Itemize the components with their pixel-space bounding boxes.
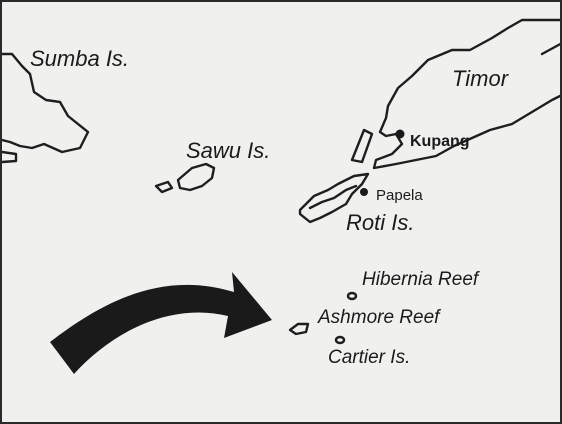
label-kupang: Kupang [410, 133, 470, 150]
sumba-island-coast [2, 52, 90, 154]
roti-inner-detail [308, 184, 358, 210]
label-timor: Timor [452, 66, 509, 91]
timor-island-coast [372, 18, 560, 170]
sumba-west-islet [2, 150, 18, 164]
label-roti-island: Roti Is. [346, 210, 415, 235]
sawu-island [176, 162, 216, 192]
curved-arrow-icon [50, 272, 272, 374]
cartier-island-shape [334, 335, 346, 345]
raijua-islet [154, 180, 174, 194]
ashmore-reef-shape [288, 322, 310, 336]
semau-island [350, 128, 374, 164]
label-hibernia-reef: Hibernia Reef [362, 269, 479, 290]
label-sumba-island: Sumba Is. [30, 46, 130, 71]
kupang-marker-icon [395, 129, 405, 139]
label-cartier-island: Cartier Is. [328, 347, 411, 368]
hibernia-reef-shape [346, 291, 358, 301]
papela-marker-icon [360, 188, 368, 196]
timor-north-coast [540, 42, 560, 56]
label-papela: Papela [376, 187, 423, 204]
label-ashmore-reef: Ashmore Reef [318, 307, 440, 328]
label-sawu-island: Sawu Is. [186, 138, 271, 163]
roti-island [298, 172, 370, 224]
